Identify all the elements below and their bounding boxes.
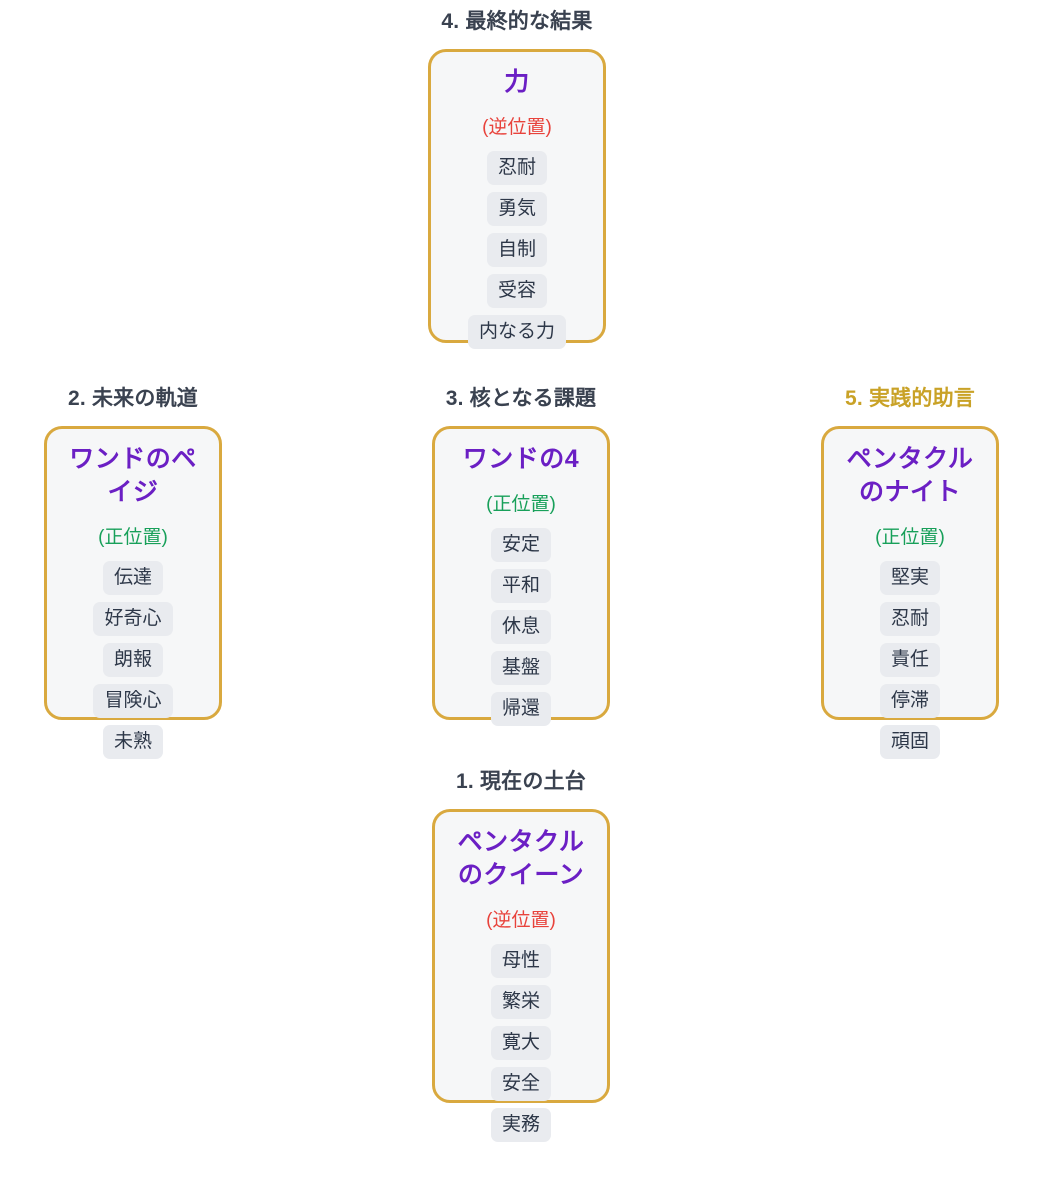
position-heading-5: 5. 実践的助言 <box>845 387 975 410</box>
card-keywords-2: 伝達 好奇心 朗報 冒険心 未熟 <box>93 560 173 759</box>
keyword-tag: 伝達 <box>102 560 163 595</box>
keyword-tag: 朗報 <box>102 642 163 677</box>
keyword-tag: 帰還 <box>490 691 551 726</box>
keyword-tag: 繁栄 <box>490 984 551 1019</box>
keyword-tag: 安定 <box>490 527 551 562</box>
position-heading-2: 2. 未来の軌道 <box>68 387 198 410</box>
position-heading-4: 4. 最終的な結果 <box>441 10 593 33</box>
keyword-tag: 忍耐 <box>879 601 940 636</box>
position-heading-1: 1. 現在の土台 <box>456 770 586 793</box>
tarot-card-3[interactable]: ワンドの4 (正位置) 安定 平和 休息 基盤 帰還 <box>432 426 610 726</box>
keyword-tag: 勇気 <box>486 191 547 226</box>
keyword-tag: 自制 <box>486 232 547 267</box>
keyword-tag: 安全 <box>490 1066 551 1101</box>
keyword-tag: 平和 <box>490 568 551 603</box>
tarot-card-5[interactable]: ペンタクルのナイト (正位置) 堅実 忍耐 責任 停滞 頑固 <box>821 426 999 759</box>
keyword-tag: 頑固 <box>879 724 940 759</box>
keyword-tag: 未熟 <box>102 724 163 759</box>
card-name-4: 力 <box>504 68 530 97</box>
keyword-tag: 母性 <box>490 943 551 978</box>
keyword-tag: 堅実 <box>879 560 940 595</box>
tarot-card-1[interactable]: ペンタクルのクイーン (逆位置) 母性 繁栄 寛大 安全 実務 <box>432 809 610 1142</box>
spread-position-1: 1. 現在の土台 ペンタクルのクイーン (逆位置) 母性 繁栄 寛大 安全 実務 <box>432 769 610 1142</box>
keyword-tag: 実務 <box>490 1107 551 1142</box>
keyword-tag: 忍耐 <box>486 150 547 185</box>
tarot-card-4[interactable]: 力 (逆位置) 忍耐 勇気 自制 受容 内なる力 <box>428 49 606 349</box>
card-orientation-4: (逆位置) <box>482 117 552 139</box>
position-heading-3: 3. 核となる課題 <box>445 387 597 410</box>
card-keywords-4: 忍耐 勇気 自制 受容 内なる力 <box>467 150 566 349</box>
keyword-tag: 寛大 <box>490 1025 551 1060</box>
card-name-2: ワンドのペイジ <box>69 445 197 507</box>
card-name-1: ペンタクルのクイーン <box>457 828 585 890</box>
card-orientation-5: (正位置) <box>875 527 945 549</box>
keyword-tag: 休息 <box>490 609 551 644</box>
spread-position-5: 5. 実践的助言 ペンタクルのナイト (正位置) 堅実 忍耐 責任 停滞 頑固 <box>821 386 999 759</box>
card-keywords-3: 安定 平和 休息 基盤 帰還 <box>490 527 551 726</box>
keyword-tag: 内なる力 <box>467 314 566 349</box>
keyword-tag: 停滞 <box>879 683 940 718</box>
spread-position-2: 2. 未来の軌道 ワンドのペイジ (正位置) 伝達 好奇心 朗報 冒険心 未熟 <box>44 386 222 759</box>
card-orientation-2: (正位置) <box>98 527 168 549</box>
keyword-tag: 受容 <box>486 273 547 308</box>
card-orientation-1: (逆位置) <box>486 910 556 932</box>
keyword-tag: 責任 <box>879 642 940 677</box>
tarot-card-2[interactable]: ワンドのペイジ (正位置) 伝達 好奇心 朗報 冒険心 未熟 <box>44 426 222 759</box>
card-orientation-3: (正位置) <box>486 494 556 516</box>
keyword-tag: 基盤 <box>490 650 551 685</box>
keyword-tag: 冒険心 <box>93 683 173 718</box>
card-keywords-5: 堅実 忍耐 責任 停滞 頑固 <box>879 560 940 759</box>
card-name-5: ペンタクルのナイト <box>846 445 974 507</box>
keyword-tag: 好奇心 <box>93 601 173 636</box>
card-name-3: ワンドの4 <box>462 445 580 474</box>
spread-position-3: 3. 核となる課題 ワンドの4 (正位置) 安定 平和 休息 基盤 帰還 <box>432 386 610 726</box>
card-keywords-1: 母性 繁栄 寛大 安全 実務 <box>490 943 551 1142</box>
spread-position-4: 4. 最終的な結果 力 (逆位置) 忍耐 勇気 自制 受容 内なる力 <box>428 9 606 349</box>
